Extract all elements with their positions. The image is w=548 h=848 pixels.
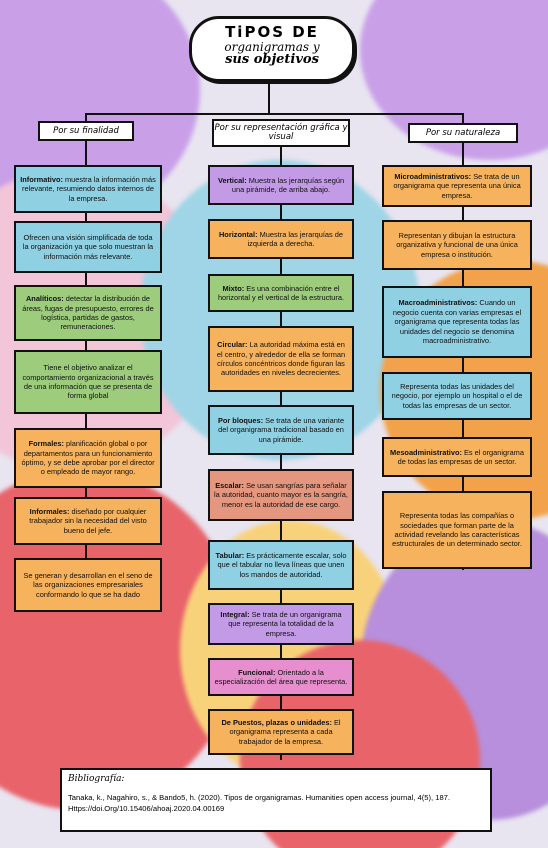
node-formales: Formales: planificación global o por dep…	[14, 428, 162, 488]
node-bloques-text: Se trata de una variante del organigrama…	[218, 415, 345, 444]
node-integral-term: Integral:	[220, 609, 250, 619]
node-escalar-term: Escalar:	[215, 480, 245, 490]
node-micro-term: Microadministrativos:	[394, 171, 472, 181]
node-analiticos-text: detectar la distribución de áreas, fugas…	[22, 294, 154, 332]
node-microadministrativos: Microadministrativos: Se trata de un org…	[382, 165, 532, 207]
node-informales: Informales: diseñado por cualquier traba…	[14, 497, 162, 545]
category-representacion-label: Por su representación gráfica y visual	[214, 123, 348, 142]
node-bloques: Por bloques: Se trata de una variante de…	[208, 405, 354, 455]
node-integral-text: Se trata de un organigrama que represent…	[228, 609, 342, 638]
node-formales-text: planificación global o por departamentos…	[21, 439, 155, 477]
node-horizontal-term: Horizontal:	[218, 229, 258, 239]
title-badge: TiPOS DE organigramas y sus objetivos	[189, 16, 355, 82]
node-mixto: Mixto: Es una combinación entre el horiz…	[208, 274, 354, 312]
node-tabular-text: Es prácticamente escalar, solo que el ta…	[217, 550, 347, 579]
node-vertical-text: Muestra las jerarquías según una pirámid…	[231, 175, 345, 194]
bibliography-heading: Bibliografía:	[68, 774, 125, 784]
cat3-stub	[462, 113, 464, 123]
node-funcional-text: Orientado a la especialización del área …	[214, 667, 348, 686]
node-vertical: Vertical: Muestra las jerarquías según u…	[208, 165, 354, 205]
bibliography-citation: Tanaka, k., Nagahiro, s., & Bando5, h. (…	[68, 793, 451, 813]
node-informativo-term: Informativo:	[20, 174, 63, 184]
node-escalar: Escalar: Se usan sangrías para señalar l…	[208, 469, 354, 521]
node-informativo: Informativo: muestra la información más …	[14, 165, 162, 213]
node-macro-term: Macroadministrativos:	[398, 298, 478, 308]
cat1-stub	[85, 113, 87, 123]
node-horizontal: Horizontal: Muestra las jerarquías de iz…	[208, 219, 354, 259]
node-funcional-term: Funcional:	[238, 667, 276, 677]
node-analiticos-desc: Tiene el objetivo analizar el comportami…	[14, 350, 162, 414]
category-representacion: Por su representación gráfica y visual	[212, 119, 350, 147]
node-circular-text: La autoridad máxima está en el centro, y…	[216, 340, 346, 378]
node-integral: Integral: Se trata de un organigrama que…	[208, 603, 354, 645]
category-naturaleza-label: Por su naturaleza	[425, 127, 501, 138]
node-analiticos-term: Analíticos:	[25, 294, 64, 304]
node-formales-term: Formales:	[28, 439, 64, 449]
node-circular-term: Circular:	[217, 340, 248, 350]
node-vertical-term: Vertical:	[217, 175, 247, 185]
title-line-2: organigramas y	[224, 40, 320, 54]
node-informales-text: diseñado por cualquier trabajador sin la…	[29, 506, 147, 535]
node-micro-text: Se trata de un organigrama que represent…	[393, 171, 521, 200]
bibliography-box: Bibliografía: Tanaka, k., Nagahiro, s., …	[60, 768, 492, 832]
node-informativo-desc-text: Ofrecen una visión simplificada de toda …	[22, 232, 154, 261]
node-escalar-text: Se usan sangrías para señalar la autorid…	[214, 480, 348, 509]
title-line-3: sus objetivos	[225, 52, 319, 67]
node-mixto-text: Es una combinación entre el horizontal y…	[217, 283, 345, 302]
title-connector	[268, 80, 270, 114]
node-analiticos: Analíticos: detectar la distribución de …	[14, 285, 162, 341]
node-analiticos-desc-text: Tiene el objetivo analizar el comportami…	[22, 363, 154, 401]
node-meso-term: Mesoadministrativo:	[390, 447, 462, 457]
node-informativo-text: muestra la información más relevante, re…	[22, 174, 156, 203]
node-circular: Circular: La autoridad máxima está en el…	[208, 326, 354, 392]
node-puestos-text: El organigrama representa a cada trabaja…	[229, 717, 341, 746]
node-informales-desc: Se generan y desarrollan en el seno de l…	[14, 558, 162, 612]
node-puestos-term: De Puestos, plazas o unidades:	[221, 717, 332, 727]
node-micro-desc-text: Representan y dibujan la estructura orga…	[396, 230, 518, 259]
node-macroadministrativos-desc: Representa todas las unidades del negoci…	[382, 372, 532, 420]
node-puestos: De Puestos, plazas o unidades: El organi…	[208, 709, 354, 755]
node-mesoadministrativo-desc: Representa todas las compañías o socieda…	[382, 491, 532, 569]
node-macro-desc-text: Representa todas las unidades del negoci…	[391, 381, 523, 410]
node-macroadministrativos: Macroadministrativos: Cuando un negocio …	[382, 286, 532, 358]
node-meso-text: Es el organigrama de todas las empresas …	[397, 447, 524, 466]
category-finalidad: Por su finalidad	[38, 121, 134, 141]
title-line-1: TiPOS DE	[225, 23, 319, 41]
node-informales-term: Informales:	[29, 506, 70, 516]
node-informales-desc-text: Se generan y desarrollan en el seno de l…	[23, 570, 153, 599]
node-mesoadministrativo: Mesoadministrativo: Es el organigrama de…	[382, 437, 532, 477]
node-macro-text: Cuando un negocio cuenta con varias empr…	[392, 298, 522, 346]
node-mixto-term: Mixto:	[222, 283, 245, 293]
node-microadministrativos-desc: Representan y dibujan la estructura orga…	[382, 220, 532, 270]
category-naturaleza: Por su naturaleza	[408, 123, 518, 143]
category-bar	[85, 113, 463, 115]
node-meso-desc-text: Representa todas las compañías o socieda…	[392, 511, 522, 549]
category-finalidad-label: Por su finalidad	[53, 125, 119, 136]
node-informativo-desc: Ofrecen una visión simplificada de toda …	[14, 221, 162, 273]
node-tabular-term: Tabular:	[215, 550, 245, 560]
node-funcional: Funcional: Orientado a la especializació…	[208, 658, 354, 696]
node-tabular: Tabular: Es prácticamente escalar, solo …	[208, 540, 354, 590]
node-bloques-term: Por bloques:	[217, 415, 264, 425]
node-horizontal-text: Muestra las jerarquías de izquierda a de…	[247, 229, 344, 248]
